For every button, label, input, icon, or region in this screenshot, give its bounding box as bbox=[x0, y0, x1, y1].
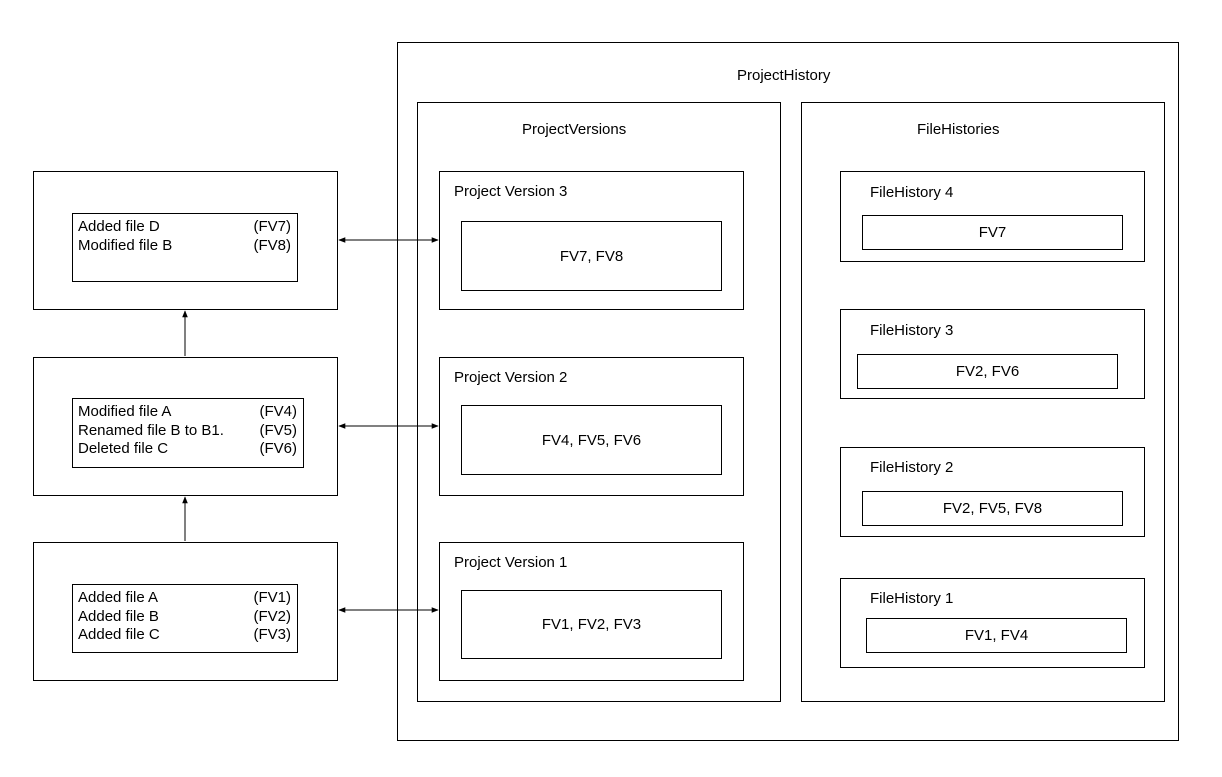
change-fv: (FV3) bbox=[253, 626, 292, 643]
project-version-1-fv-box: FV1, FV2, FV3 bbox=[461, 590, 722, 659]
file-histories-title: FileHistories bbox=[917, 121, 1000, 138]
project-version-2-fv-box: FV4, FV5, FV6 bbox=[461, 405, 722, 475]
file-history-3-fv-box: FV2, FV6 bbox=[857, 354, 1118, 389]
file-history-4-label: FileHistory 4 bbox=[870, 184, 954, 201]
file-history-2-label: FileHistory 2 bbox=[870, 459, 954, 476]
project-version-3-fv-box: FV7, FV8 bbox=[461, 221, 722, 291]
change-text: Modified file A bbox=[78, 403, 172, 420]
change-row: Added file C (FV3) bbox=[78, 626, 291, 645]
change-text: Added file C bbox=[78, 626, 160, 643]
change-row: Added file B (FV2) bbox=[78, 608, 291, 627]
change-text: Renamed file B to B1. bbox=[78, 421, 224, 439]
change-text: Added file B bbox=[78, 607, 159, 625]
file-history-4-fv-box: FV7 bbox=[862, 215, 1123, 250]
change-fv: (FV5) bbox=[259, 421, 298, 439]
changeset-1-changes: Added file A (FV1) Added file B (FV2) Adde… bbox=[72, 584, 298, 653]
change-row: Modified file A (FV4) bbox=[78, 403, 297, 422]
change-row: Renamed file B to B1. (FV5) bbox=[78, 422, 297, 441]
project-version-2-label: Project Version 2 bbox=[454, 369, 568, 386]
change-text: Added file D bbox=[78, 218, 160, 235]
change-fv: (FV2) bbox=[253, 607, 292, 625]
file-history-1-label: FileHistory 1 bbox=[870, 590, 954, 607]
project-versions-title: ProjectVersions bbox=[522, 121, 627, 138]
change-text: Added file A bbox=[78, 589, 159, 606]
change-text: Deleted file C bbox=[78, 440, 169, 457]
change-row: Added file D (FV7) bbox=[78, 218, 291, 237]
change-row: Deleted file C (FV6) bbox=[78, 440, 297, 459]
change-fv: (FV8) bbox=[253, 236, 292, 254]
project-history-title: ProjectHistory bbox=[737, 67, 831, 84]
change-fv: (FV6) bbox=[259, 440, 298, 457]
file-history-1-fv-box: FV1, FV4 bbox=[866, 618, 1127, 653]
file-history-2-fv-box: FV2, FV5, FV8 bbox=[862, 491, 1123, 526]
project-version-1-label: Project Version 1 bbox=[454, 554, 568, 571]
change-fv: (FV4) bbox=[259, 403, 298, 420]
change-text: Modified file B bbox=[78, 236, 173, 254]
file-history-3-label: FileHistory 3 bbox=[870, 322, 954, 339]
change-row: Added file A (FV1) bbox=[78, 589, 291, 608]
changeset-2-changes: Modified file A (FV4) Renamed file B to B… bbox=[72, 398, 304, 468]
change-row: Modified file B (FV8) bbox=[78, 237, 291, 256]
change-fv: (FV1) bbox=[253, 589, 292, 606]
changeset-3-changes: Added file D (FV7) Modified file B (FV8) bbox=[72, 213, 298, 282]
change-fv: (FV7) bbox=[253, 218, 292, 235]
project-version-3-label: Project Version 3 bbox=[454, 183, 568, 200]
